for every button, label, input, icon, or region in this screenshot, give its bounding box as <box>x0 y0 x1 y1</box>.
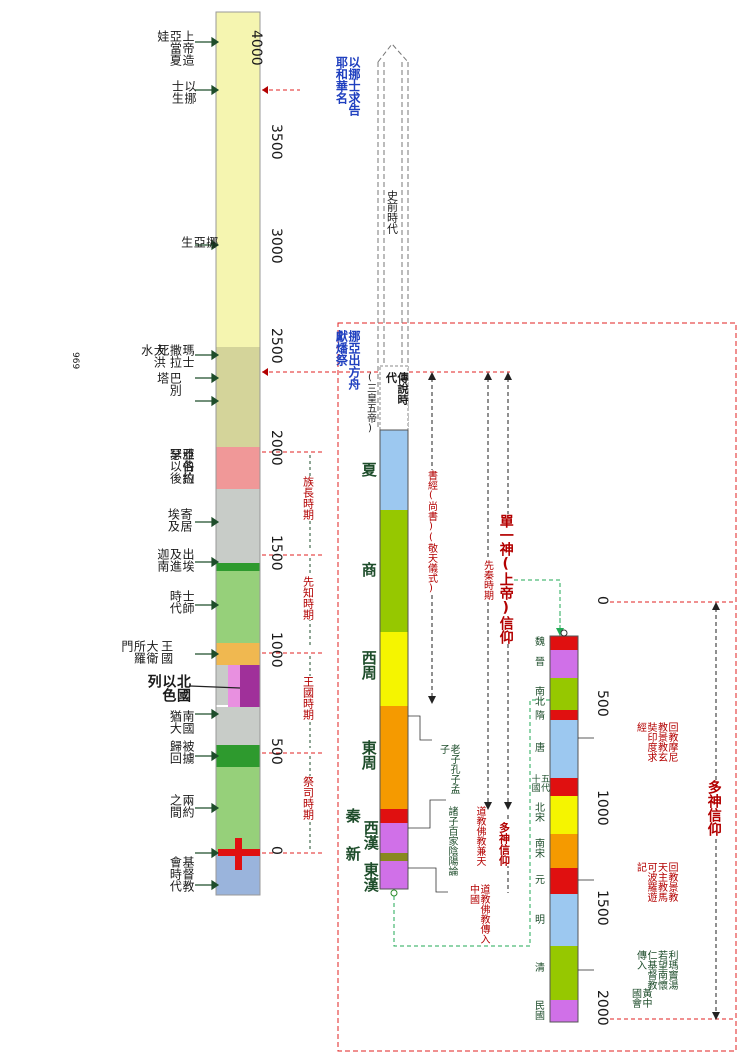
tick-3500: 3500 <box>268 124 284 160</box>
rdyn-sui: 隋 <box>532 710 544 720</box>
rnote-min: 黃中國會 <box>629 988 652 1008</box>
china-legend-sub: (三皇五帝) <box>364 372 376 434</box>
rnote-duoshen: 多神信仰 <box>705 780 722 836</box>
annot-laozi: 老子孔子孟子 <box>437 744 460 794</box>
prehistory-label: 史前時代 <box>385 190 399 234</box>
dynasty-western-zhou: 西周 <box>359 650 378 680</box>
rdyn-jin: 晉 <box>532 656 544 666</box>
dynasty-eastern-zhou: 東周 <box>359 740 378 770</box>
china-legend: 傳說時代 <box>384 372 409 405</box>
note-noah-offering: 挪亞出方舟獻燔祭 <box>334 330 361 390</box>
left-period-markers <box>262 89 510 854</box>
event-kingdom: 王國 <box>159 640 174 664</box>
event-return: 被擄歸回 <box>168 740 195 764</box>
event-judges: 士師時代 <box>168 590 195 614</box>
tick-1000: 1000 <box>268 632 284 668</box>
event-south-judah: 南國猶大 <box>168 710 195 734</box>
rtick-2000: 2000 <box>594 990 610 1026</box>
dynasty-shang: 商 <box>359 562 378 577</box>
event-enosh: 以挪士生 <box>170 80 197 104</box>
rtick-500: 500 <box>594 690 610 717</box>
rdyn-tang: 唐 <box>532 742 544 752</box>
dynasty-qin: 秦 <box>343 808 362 823</box>
rtick-0: 0 <box>594 596 610 605</box>
rdyn-minguo: 民國 <box>532 1000 544 1020</box>
note-enosh-call: 以挪士求告耶和華名 <box>334 56 361 116</box>
annot-monotheism: 單一神(上帝)信仰 <box>497 514 514 644</box>
dynasty-western-han: 西漢 <box>361 820 380 850</box>
rnote-song: 回教景教天主教馬可波羅遊記 <box>634 862 678 902</box>
event-north-israel: 北國以色列 <box>145 674 191 702</box>
tick-3000: 3000 <box>268 228 284 264</box>
event-969: 969 <box>70 352 80 370</box>
period-priests: 祭司時期 <box>301 776 315 820</box>
tick-4000: 4000 <box>248 30 264 66</box>
event-intertestamental: 兩約之間 <box>168 794 195 818</box>
rdyn-wei: 魏 <box>532 636 544 646</box>
left-arrows <box>195 36 220 891</box>
annot-philosophy: 道教佛教兼天 <box>474 806 485 866</box>
event-noah: 挪亞生 <box>179 236 219 248</box>
event-jacob-joseph: 雅各約瑟 <box>168 448 195 484</box>
tick-500: 500 <box>268 738 284 765</box>
rdyn-nanbei: 南北 <box>532 686 544 706</box>
tick-2000: 2000 <box>268 430 284 466</box>
period-prophets: 先知時期 <box>301 576 315 620</box>
annot-buddhism: 道教佛教傳入中國 <box>467 884 490 944</box>
event-church-age: 基督教會時代 <box>168 856 195 892</box>
tick-2500: 2500 <box>268 328 284 364</box>
rtick-1000: 1000 <box>594 790 610 826</box>
annot-duoshen-china: 多神信仰 <box>497 822 511 866</box>
tick-1500: 1500 <box>268 535 284 571</box>
annot-taixue: 諸子百家陰陽論 <box>446 806 457 876</box>
event-egypt: 寄居埃及 <box>166 508 193 532</box>
rdyn-southern-song: 南宋 <box>532 838 544 858</box>
rdyn-northern-song: 北宋 <box>532 802 544 822</box>
event-flood: 大洪水 <box>139 344 167 368</box>
dynasty-xia: 夏 <box>359 462 378 477</box>
rnote-tang: 回教摩尼教景教玄奘印度求經 <box>634 722 678 762</box>
rdyn-qing: 清 <box>532 962 544 972</box>
event-abraham: 亞伯拉罕以後 <box>168 448 195 484</box>
event-babel: 巴別塔 <box>155 372 183 396</box>
tick-0: 0 <box>268 846 284 855</box>
period-patriarchs: 族長時期 <box>301 476 315 520</box>
dynasty-xin: 新 <box>343 846 362 861</box>
china-bar <box>379 365 409 897</box>
right-bar <box>549 629 579 1023</box>
period-kingdom: 王國時期 <box>301 676 315 720</box>
left-red-arrowheads <box>262 86 268 376</box>
left-bar <box>189 11 261 896</box>
event-exodus: 出埃及進迦南 <box>155 548 195 572</box>
event-david-solomon: 大衛所羅門 <box>119 640 159 664</box>
right-markers <box>610 601 736 1020</box>
event-methuselah: 瑪士撒拉死 <box>155 344 195 368</box>
red-box <box>337 322 737 1052</box>
rdyn-ming: 明 <box>532 914 544 924</box>
event-adam-eve: 上帝造亞當夏娃 <box>155 30 195 66</box>
rdyn-wudai: 五代十國 <box>529 774 549 792</box>
rnote-qing: 利瑪竇湯若望南懷仁基督教傳入 <box>634 950 678 990</box>
dynasty-eastern-han: 東漢 <box>361 862 380 892</box>
annot-xianqin: 先秦時期 <box>481 560 493 600</box>
rdyn-yuan: 元 <box>532 874 544 884</box>
annot-shujing: 書經(尚書)(敬天儀式) <box>425 470 437 594</box>
